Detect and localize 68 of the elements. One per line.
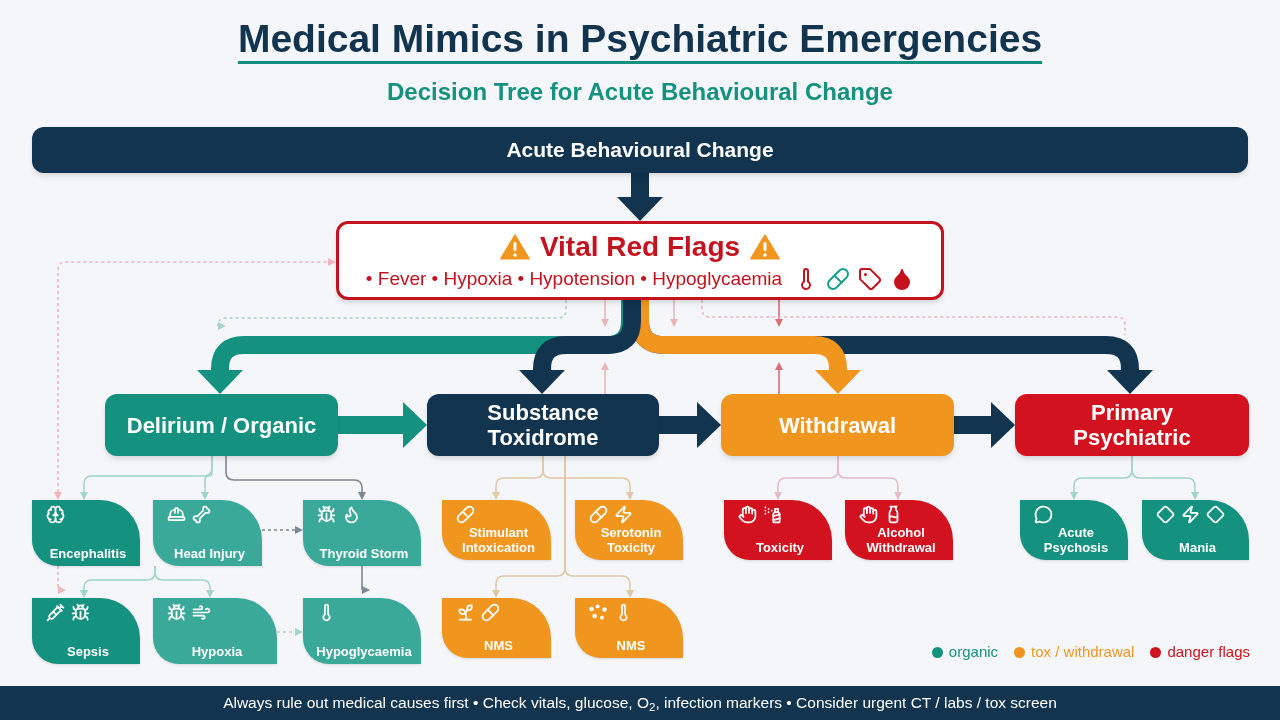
start-bar <box>32 127 1248 173</box>
leaf-tile <box>303 500 421 566</box>
connector-arrow <box>201 455 213 500</box>
leaf-tile <box>845 500 953 560</box>
leaf-tile <box>442 598 551 658</box>
node-label: Hypoxia <box>191 644 243 659</box>
connector-arrow <box>564 455 634 598</box>
node-label: Serotonin Toxicity <box>599 525 663 555</box>
connector-arrow <box>775 362 783 395</box>
flow-arrow <box>519 300 641 394</box>
node-label: Head Injury <box>174 546 245 561</box>
leaf-tile <box>1020 500 1128 560</box>
node-label: NMS <box>616 638 646 653</box>
connector-arrow <box>670 299 678 327</box>
leaf-tile <box>153 500 262 566</box>
node-label: NMS <box>484 638 513 653</box>
category-box <box>427 394 659 456</box>
leaf-tile <box>575 598 683 658</box>
dotted-arrow <box>54 258 336 500</box>
node-label: • Fever • Hypoxia • Hypotension • Hypoglycaemia <box>365 266 783 291</box>
connector-arrow <box>542 455 634 500</box>
connector-arrow <box>601 299 609 327</box>
node-label: Thyroid Storm <box>319 546 409 561</box>
connector-arrow <box>775 299 783 327</box>
node-label: Withdrawal <box>778 412 897 438</box>
category-box <box>721 394 954 456</box>
node-label: Stimulant Intoxication <box>461 525 536 555</box>
connector-arrow <box>225 455 366 500</box>
connector-arrow <box>837 455 902 500</box>
legend-label: tox / withdrawal <box>1031 642 1135 662</box>
node-label: Acute Behavioural Change <box>506 137 774 164</box>
title: Medical Mimics in Psychiatric Emergencies <box>237 16 1043 62</box>
alert-box <box>336 221 944 300</box>
connector-arrow <box>1131 455 1199 500</box>
category-box <box>1015 394 1249 456</box>
flow-arrow <box>338 402 427 448</box>
leaf-tile <box>32 598 140 664</box>
leaf-tile <box>1142 500 1249 560</box>
node-label: Substance Toxidrome <box>486 400 600 450</box>
node-label: Toxicity <box>755 540 805 555</box>
flow-arrow <box>659 402 721 448</box>
node-label: Alcohol Withdrawal <box>865 525 937 555</box>
category-box <box>105 394 338 456</box>
leaf-tile <box>724 500 832 560</box>
node-label: Sepsis <box>67 644 109 659</box>
leaf-tile <box>303 598 421 664</box>
leaf-tile <box>153 598 277 664</box>
dotted-arrow <box>276 628 303 636</box>
node-label: Delirium / Organic <box>126 412 317 438</box>
subtitle: Decision Tree for Acute Behavioural Change <box>387 77 893 107</box>
connector-arrow <box>154 565 214 598</box>
dotted-line <box>701 299 1126 336</box>
node-label: Acute Psychosis <box>1042 525 1110 555</box>
node-label: Primary Psychiatric <box>1072 400 1192 450</box>
connector-arrow <box>601 362 609 395</box>
leaf-tile <box>575 500 683 560</box>
footer-note: Always rule out medical causes first • Check vitals, glucose, O$_{2}$, infection markers • Consider urgent CT / labs / tox screen <box>223 693 1057 713</box>
leaf-tile <box>32 500 140 566</box>
node-label: Mania <box>1179 540 1216 555</box>
flow-arrow <box>954 402 1015 448</box>
node-label: Hypoglycaemia <box>316 644 412 659</box>
legend-label: organic <box>948 642 999 662</box>
node-label: Encephalitis <box>49 546 127 561</box>
legend-label: danger flags <box>1167 642 1250 662</box>
flow-arrow <box>617 173 663 221</box>
leaf-tile <box>442 500 551 560</box>
node-heading: Vital Red Flags <box>539 230 741 263</box>
dotted-arrow <box>261 526 303 534</box>
